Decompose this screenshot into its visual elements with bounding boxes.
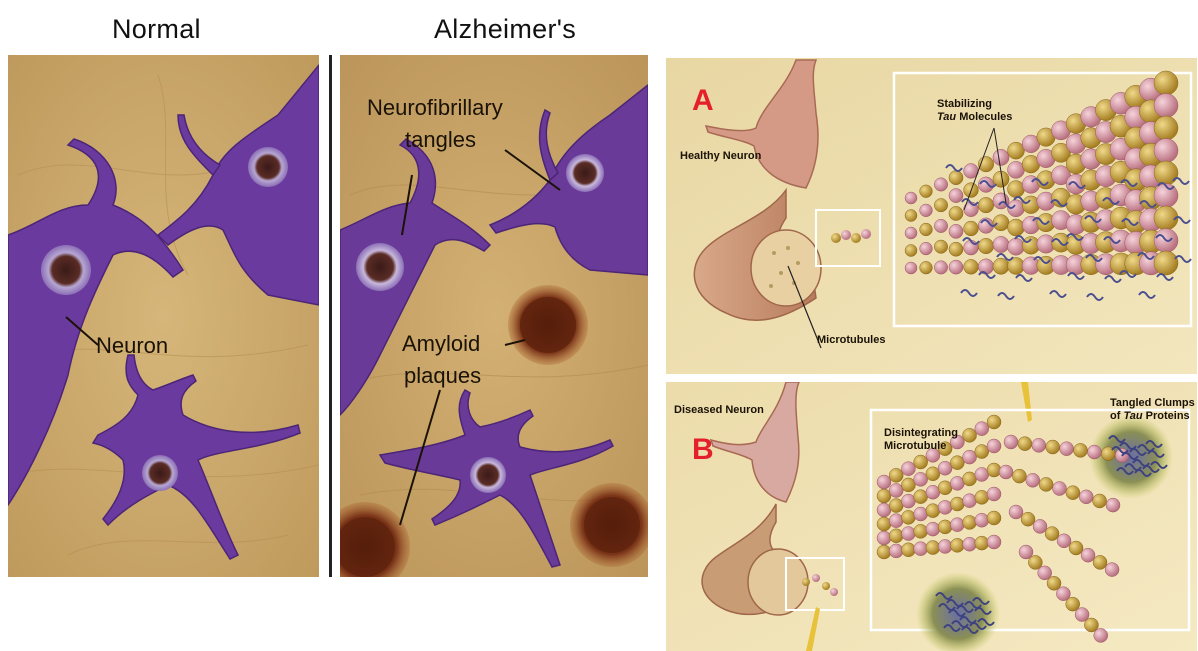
tangles-label: tangles <box>405 128 476 152</box>
plaques-label: plaques <box>404 364 481 388</box>
panel-b-letter: B <box>692 433 714 467</box>
panel-a-letter: A <box>692 84 714 118</box>
diseased-neuron-label: Diseased Neuron <box>674 404 764 417</box>
amyloid-plaque-center <box>508 285 588 365</box>
panel-divider <box>329 55 332 577</box>
disintegrating-text: Disintegrating <box>884 427 958 439</box>
tau-text-b: Tau <box>1123 410 1142 422</box>
molecules-text: Molecules <box>956 111 1012 123</box>
alzheimers-title: Alzheimer's <box>434 14 576 45</box>
tau-text: Tau <box>937 111 956 123</box>
stabilizing-text: Stabilizing <box>937 98 992 110</box>
of-text: of <box>1110 410 1123 422</box>
normal-title: Normal <box>112 14 201 45</box>
amyloid-label: Amyloid <box>402 332 480 356</box>
stabilizing-tau-label: Stabilizing Tau Molecules <box>937 98 1012 124</box>
tangled-clumps-label: Tangled Clumps of Tau Proteins <box>1110 397 1195 423</box>
neurofibrillary-label: Neurofibrillary <box>367 96 503 120</box>
tangled-clumps-text: Tangled Clumps <box>1110 397 1195 409</box>
panel-a-healthy <box>666 58 1197 374</box>
proteins-text: Proteins <box>1143 410 1190 422</box>
healthy-neuron-label: Healthy Neuron <box>680 150 761 163</box>
neuron-label: Neuron <box>96 334 168 358</box>
microtubule-text: Microtubule <box>884 440 946 452</box>
normal-tissue-panel <box>8 55 319 577</box>
microtubules-label: Microtubules <box>817 334 885 347</box>
alzheimers-tissue-panel <box>340 55 648 577</box>
disintegrating-microtubule-label: Disintegrating Microtubule <box>884 427 958 453</box>
